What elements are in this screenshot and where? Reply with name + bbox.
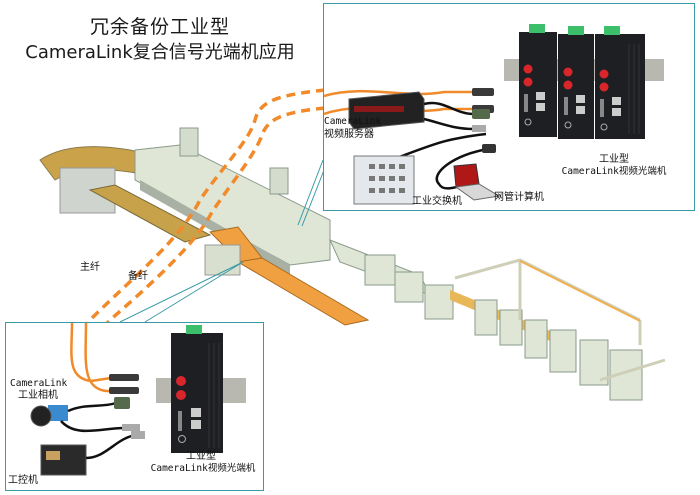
server-label-line1: CameraLink	[324, 116, 382, 127]
fiber-connector	[109, 387, 139, 394]
output-conveyor	[236, 257, 370, 326]
fiber-connector	[109, 374, 139, 381]
main-fiber	[70, 323, 112, 383]
packing-machine	[549, 329, 577, 373]
field-panel: CameraLink 工业相机 工控机 工业型 CameraLink视频光端机	[5, 322, 264, 491]
fiber-transceiver-3	[595, 26, 645, 139]
server-label-line2: 视频服务器	[324, 129, 374, 140]
control-room-devices	[324, 24, 664, 205]
laptop-icon	[453, 163, 480, 188]
fiber-transceiver-1	[519, 24, 557, 137]
main-fiber-label: 主纤	[80, 262, 100, 273]
rj45-connector	[131, 431, 145, 439]
fiber-transceiver-2	[558, 26, 594, 139]
packing-machine	[524, 319, 548, 359]
fiber-connector	[472, 88, 494, 96]
db-connector	[472, 109, 490, 119]
transceiver-label-line1: 工业型	[599, 154, 629, 165]
backup-fiber	[84, 323, 111, 393]
camera-label-line1: CameraLink	[10, 378, 68, 389]
rj45-connector	[122, 424, 140, 431]
fiber-transceiver	[156, 325, 246, 453]
field-devices	[30, 323, 246, 476]
transceiver-label-line2: CameraLink视频光端机	[561, 166, 667, 177]
forming-machine	[364, 254, 396, 286]
transceiver-group	[504, 24, 664, 139]
packing-machine	[499, 309, 523, 346]
camera-label-line2: 工业相机	[18, 390, 58, 401]
control-room-panel: CameraLink 视频服务器 工业交换机 网管计算机 工业型 CameraL…	[323, 3, 695, 211]
overhead-gantry	[454, 258, 666, 382]
industrial-camera-icon	[48, 405, 68, 421]
pc-label: 网管计算机	[494, 192, 544, 203]
conveyor-frame	[204, 244, 241, 276]
db-connector	[482, 144, 496, 153]
db-connector	[114, 397, 130, 409]
main-fiber	[324, 89, 474, 98]
oven-control-cabinet	[179, 127, 199, 157]
forming-machine	[424, 284, 454, 320]
oven-control-cabinet	[269, 167, 289, 195]
callout-line-bottom	[119, 261, 244, 323]
transceiver-label-line2: CameraLink视频光端机	[150, 463, 256, 474]
backup-fiber-label: 备纤	[128, 271, 148, 282]
switch-label: 工业交换机	[412, 196, 462, 207]
diagram-title-line2: CameraLink复合信号光端机应用	[25, 42, 295, 63]
ipc-label: 工控机	[8, 475, 38, 486]
diagram-title-line1: 冗余备份工业型	[89, 16, 230, 38]
packing-machine	[474, 299, 498, 336]
transceiver-label-line1: 工业型	[186, 451, 216, 462]
rj45-connector	[472, 125, 486, 132]
forming-machine	[394, 271, 424, 303]
